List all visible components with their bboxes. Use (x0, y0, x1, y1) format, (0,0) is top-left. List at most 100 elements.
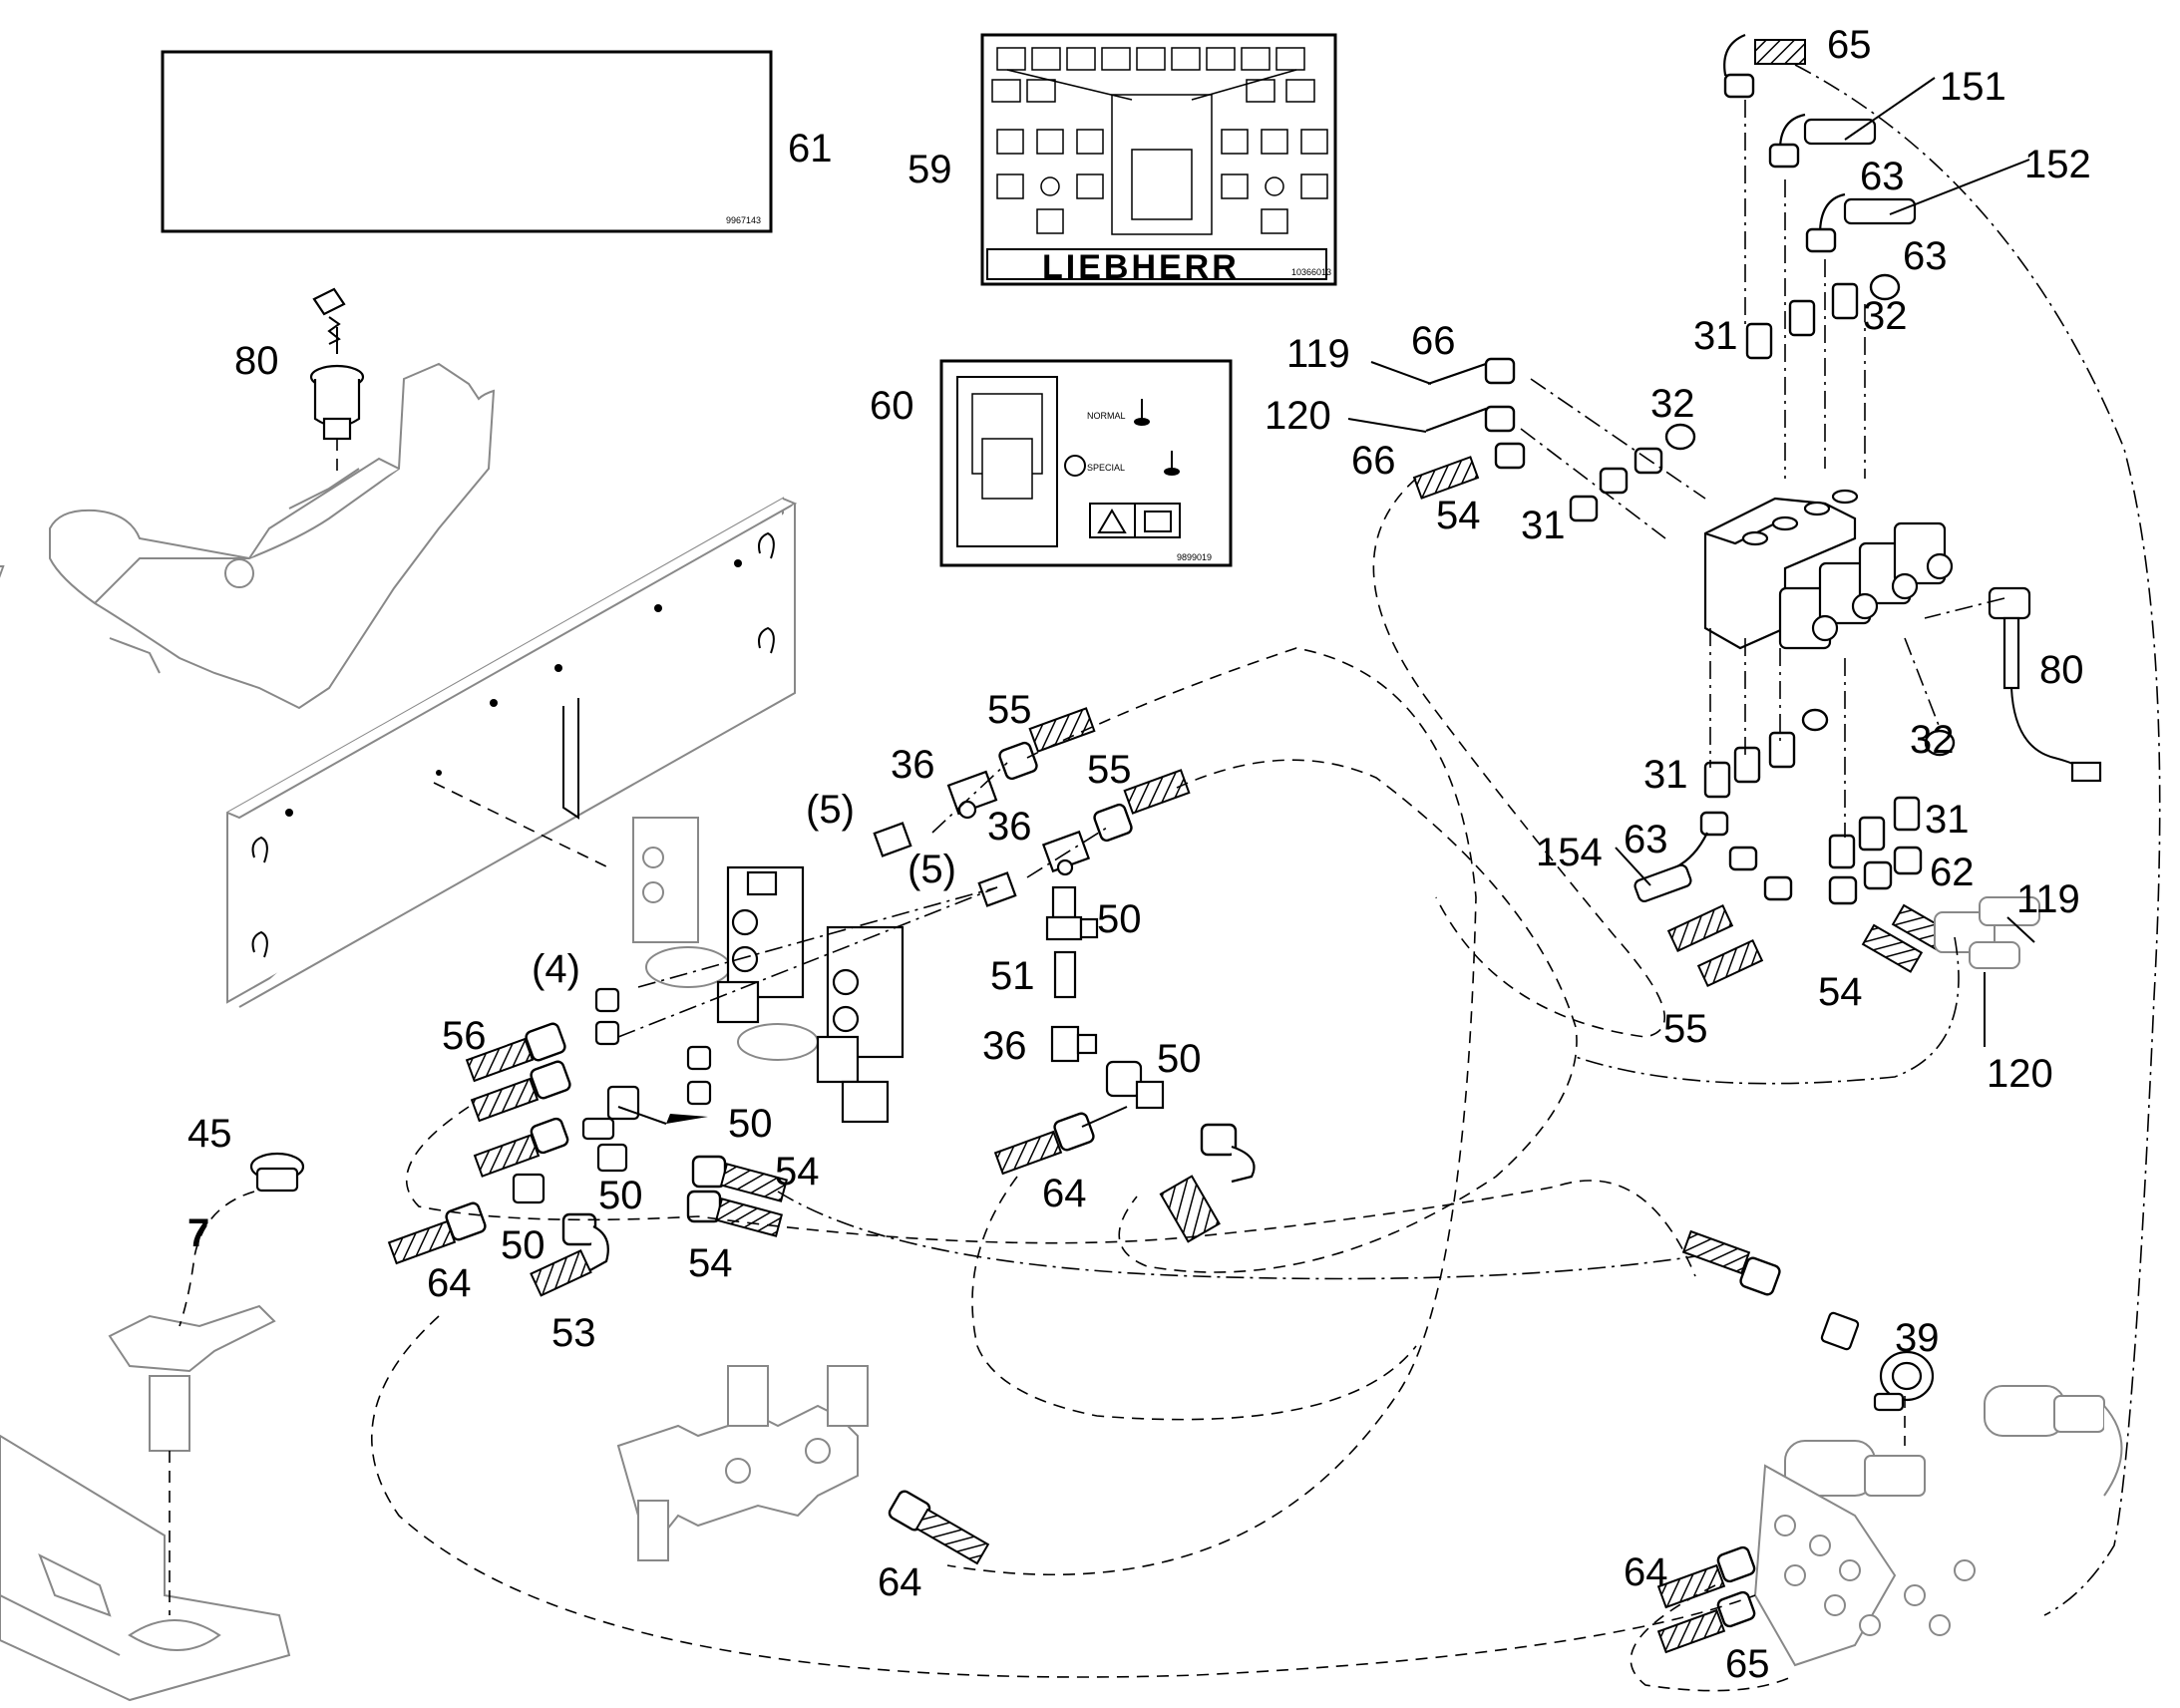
decal-60-code: 9899019 (1177, 552, 1212, 562)
accumulator-assembly (1753, 1385, 2123, 1667)
decal-60-mode-selector: NORMAL SPECIAL 9899019 (939, 359, 1233, 567)
tees-50-left (512, 1085, 640, 1204)
tee-50-upper (1045, 885, 1099, 941)
callout-154: 154 (1536, 831, 1603, 874)
joystick-icon (1164, 451, 1180, 476)
hose-elbow-right-centre (1159, 1123, 1256, 1243)
clamp-39 (1873, 1350, 1935, 1412)
callout-31: 31 (1643, 753, 1688, 797)
decal-59-brand: LIEBHERR (1042, 248, 1240, 286)
callout-50: 50 (1157, 1037, 1202, 1081)
callout-5: (5) (806, 788, 855, 832)
unions-31-top (1745, 273, 1901, 360)
callout-32: 32 (1910, 718, 1955, 762)
solenoid-valve-right (816, 925, 905, 1124)
callout-54: 54 (775, 1150, 820, 1194)
decal-60-special-label: SPECIAL (1087, 463, 1125, 473)
joystick-icon (1134, 399, 1150, 426)
callout-32: 32 (1650, 382, 1695, 426)
callout-4: (4) (532, 947, 580, 991)
callout-54: 54 (1818, 970, 1863, 1014)
callout-50: 50 (1097, 897, 1142, 941)
plug-45 (249, 1152, 305, 1193)
hose-64-centre (993, 1112, 1095, 1176)
hose-55-top (998, 707, 1096, 781)
callout-31: 31 (1693, 314, 1738, 358)
hose-53-elbow (530, 1212, 609, 1297)
fitting-36-a (946, 770, 998, 820)
adapter-5-a (873, 822, 912, 857)
floor-plate (0, 1434, 291, 1702)
hose-151 (1768, 113, 1877, 169)
callout-64: 64 (1042, 1172, 1087, 1215)
manifold-bottom-centre (616, 1365, 869, 1561)
callout-62: 62 (1930, 851, 1975, 894)
callout-80: 80 (234, 339, 279, 383)
callout-31: 31 (1925, 798, 1970, 842)
callout-63: 63 (1624, 818, 1668, 861)
hose-64-bottom (888, 1490, 990, 1565)
callout-60: 60 (870, 384, 914, 428)
callout-55: 55 (1087, 748, 1132, 792)
decal-61: 9967143 (161, 50, 773, 233)
callout-119: 119 (2016, 877, 2080, 921)
callout-50: 50 (598, 1174, 643, 1217)
valve-block-right (1703, 489, 1954, 650)
callout-152: 152 (2024, 143, 2091, 186)
callout-31: 31 (1521, 504, 1566, 547)
callout-120: 120 (1265, 394, 1331, 438)
callout-55: 55 (1663, 1007, 1708, 1051)
callout-50: 50 (501, 1223, 545, 1267)
callout-56: 56 (442, 1014, 487, 1058)
hose-152 (1805, 192, 1917, 253)
callout-80: 80 (2039, 648, 2084, 692)
manual-book-icon (1144, 511, 1172, 532)
callout-55: 55 (987, 688, 1032, 732)
callout-120: 120 (1987, 1052, 2053, 1096)
callout-119: 119 (1286, 332, 1350, 376)
hoses-154-63-55 (1634, 811, 1793, 987)
callout-45: 45 (187, 1112, 232, 1156)
decal-59-control-pattern: LIEBHERR 10366013 (980, 33, 1337, 286)
callout-36: 36 (982, 1024, 1027, 1068)
hoses-54-62-right (1828, 846, 2040, 973)
callout-64: 64 (427, 1261, 472, 1305)
callout-39: 39 (1895, 1316, 1940, 1360)
hoses-64-65-bottom-right (1656, 1545, 1756, 1654)
callout-54: 54 (1436, 494, 1481, 537)
callout-7: 7 (187, 1211, 209, 1255)
decal-59-code: 10366013 (1291, 267, 1331, 277)
callout-54: 54 (688, 1241, 733, 1285)
callout-66: 66 (1411, 319, 1456, 363)
callout-numbers: 61 59 60 80 65 151 63 152 63 31 32 119 6… (187, 23, 2091, 1686)
mounting-plate (226, 497, 798, 1008)
tee-36-lower (1050, 1025, 1098, 1063)
decal-60-normal-label: NORMAL (1087, 411, 1126, 421)
routing-lines (169, 64, 2161, 1692)
callout-32: 32 (1863, 294, 1908, 338)
leader-lines (617, 77, 2035, 1128)
callout-151: 151 (1940, 65, 2006, 109)
callout-61: 61 (788, 127, 833, 171)
key-switch (309, 287, 365, 479)
callout-5: (5) (908, 848, 956, 891)
hose-65-top (1723, 33, 1806, 99)
nipples-4 (594, 987, 712, 1106)
hose-64-left (387, 1201, 487, 1265)
callout-63: 63 (1860, 155, 1905, 198)
operator-console (0, 362, 496, 710)
foot-pedal-7 (108, 1304, 276, 1452)
decal-59-icons (991, 47, 1328, 235)
decal-61-code: 9967143 (726, 215, 761, 225)
warning-triangle-icon (1097, 509, 1127, 533)
hoses-54-left (686, 1155, 789, 1237)
callout-53: 53 (551, 1311, 596, 1355)
tee-50-lower (1105, 1060, 1165, 1110)
callout-65: 65 (1827, 23, 1872, 67)
callout-36: 36 (891, 743, 935, 787)
callout-64: 64 (878, 1560, 922, 1604)
hose-55-second (1093, 769, 1191, 843)
unions-31-lower (1703, 708, 1956, 869)
solenoid-valve-left (632, 817, 731, 988)
